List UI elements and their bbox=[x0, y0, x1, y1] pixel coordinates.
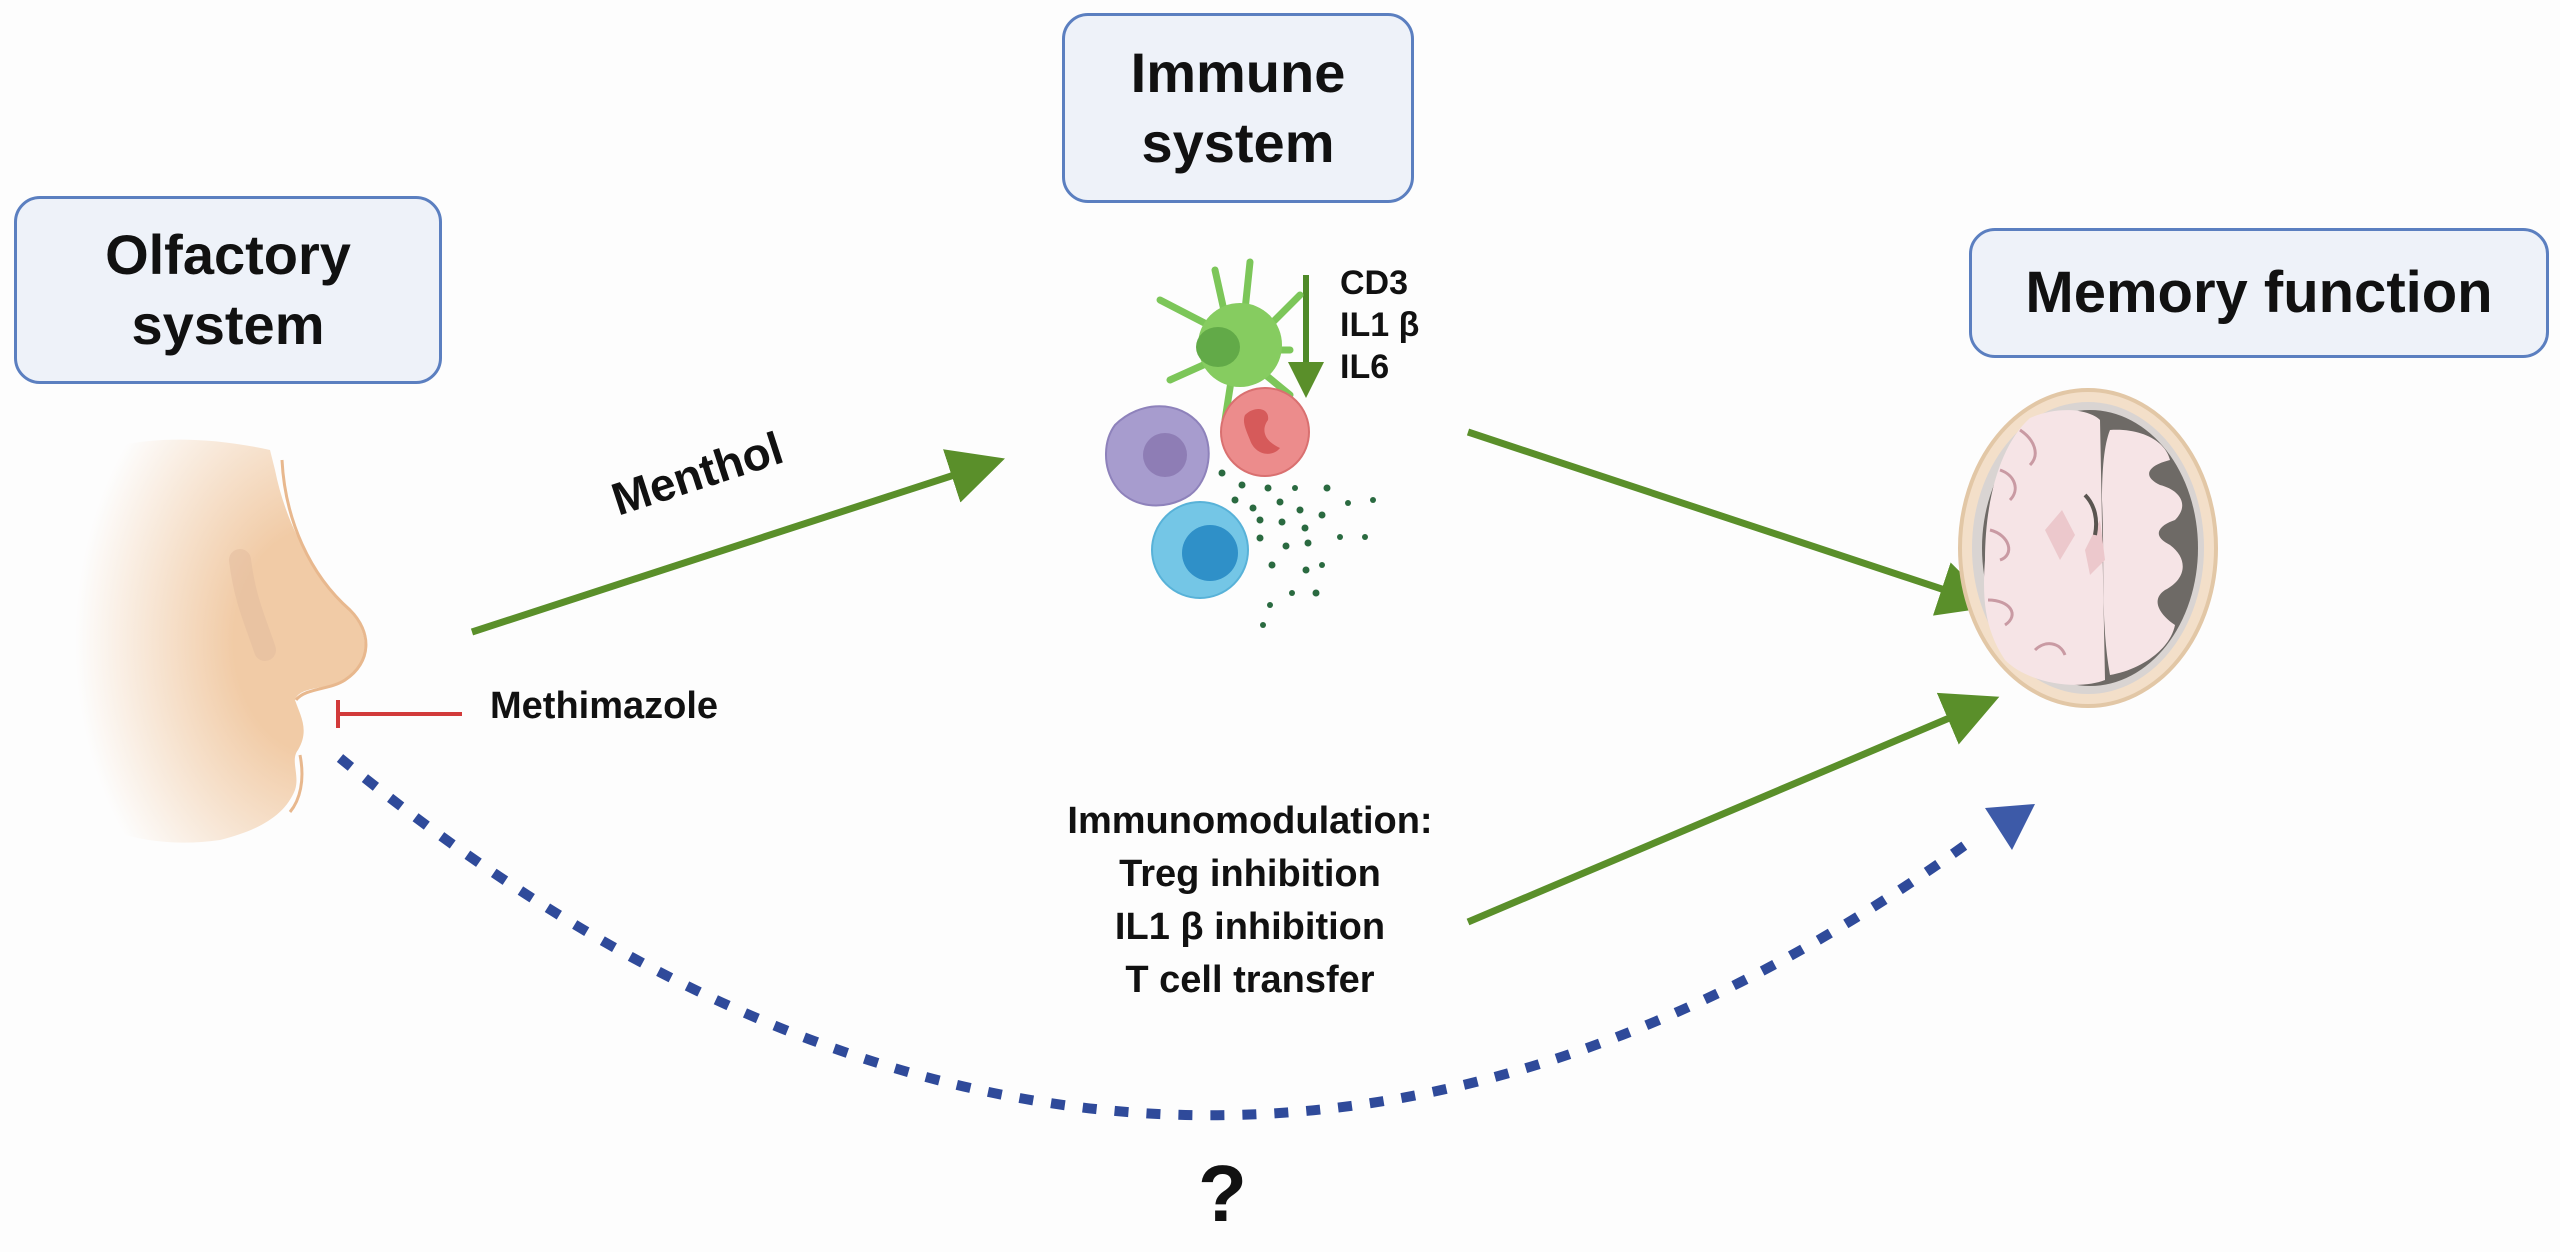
marker-cd3: CD3 bbox=[1340, 264, 1409, 302]
immunomodulation-list: Immunomodulation: Treg inhibition IL1 β … bbox=[1030, 795, 1470, 1007]
neutrophil-cell-icon bbox=[1220, 387, 1310, 477]
immune-to-memory-arrow bbox=[1466, 428, 1995, 616]
menthol-arrow bbox=[470, 449, 1005, 636]
lymphocyte-cell-icon bbox=[1151, 501, 1249, 599]
macrophage-cell-icon bbox=[1105, 405, 1210, 507]
cytokine-dots-icon bbox=[1218, 469, 1376, 628]
treg-inhibition: Treg inhibition bbox=[1119, 853, 1381, 895]
olfactory-line2: system bbox=[131, 293, 325, 356]
immunomodulation-heading: Immunomodulation: bbox=[1067, 800, 1433, 842]
immunomodulation-to-memory-arrow bbox=[1466, 692, 2000, 926]
methimazole-inhibition bbox=[336, 700, 462, 728]
olfactory-line1: Olfactory bbox=[105, 223, 351, 286]
immune-cells-icon bbox=[1105, 258, 1376, 628]
question-mark: ? bbox=[1198, 1149, 1247, 1238]
methimazole-label: Methimazole bbox=[490, 685, 719, 727]
t-cell-transfer: T cell transfer bbox=[1125, 959, 1375, 1001]
dendritic-cell-icon bbox=[1156, 258, 1304, 424]
memory-function-box: Memory function bbox=[1969, 228, 2549, 358]
unknown-pathway-dashed-arrow bbox=[336, 754, 1978, 1121]
il1b-inhibition: IL1 β inhibition bbox=[1114, 906, 1386, 948]
memory-label: Memory function bbox=[2025, 259, 2493, 325]
unknown-pathway-arrowhead-icon bbox=[1985, 804, 2035, 850]
face-profile-icon bbox=[60, 439, 368, 843]
immune-system-box: Immune system bbox=[1062, 13, 1414, 203]
marker-il6: IL6 bbox=[1340, 348, 1390, 386]
immune-line2: system bbox=[1141, 111, 1335, 174]
olfactory-system-box: Olfactory system bbox=[14, 196, 442, 384]
marker-list: CD3 IL1 β IL6 bbox=[1340, 262, 1419, 388]
immune-line1: Immune bbox=[1130, 41, 1346, 104]
marker-il1b: IL1 β bbox=[1340, 306, 1420, 344]
brain-section-icon bbox=[1958, 388, 2218, 708]
